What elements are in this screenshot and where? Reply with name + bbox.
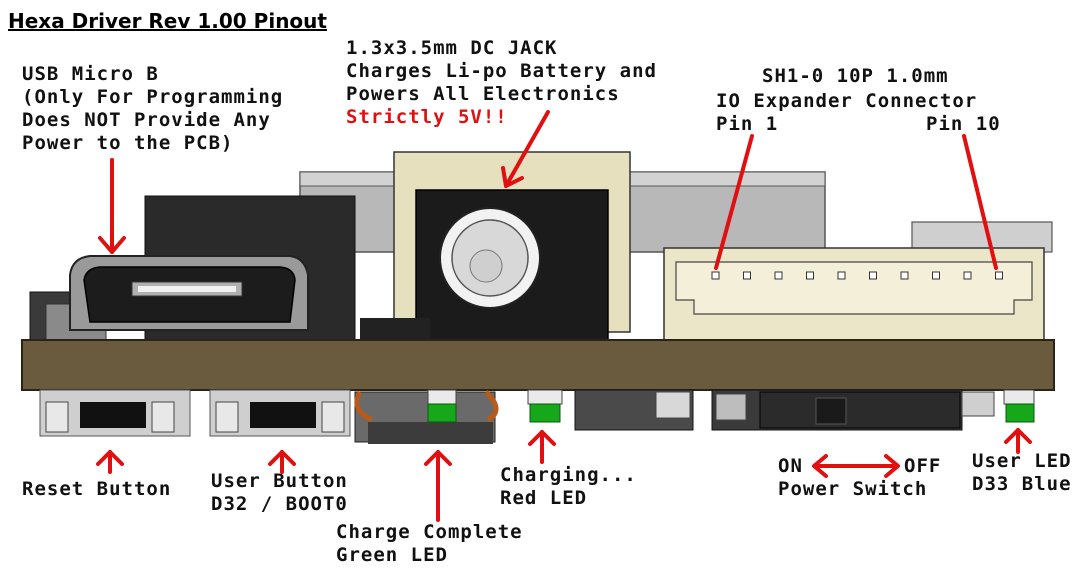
switch-off-label: OFF — [904, 455, 942, 477]
user-led-label-line: User LED — [972, 450, 1072, 472]
dc-jack-label-line: Powers All Electronics — [346, 83, 620, 105]
dc-jack-label: 1.3x3.5mm DC JACK Charges Li-po Battery … — [346, 37, 657, 129]
pin1-arrow — [714, 134, 754, 270]
pcb-board — [21, 339, 1055, 391]
charge-complete-label-line: Green LED — [336, 544, 448, 566]
dc-jack-label-line: 1.3x3.5mm DC JACK — [346, 37, 558, 59]
pin10-arrow — [962, 134, 998, 270]
user-button-label-line: User Button — [211, 470, 348, 492]
connector-pin — [711, 271, 720, 280]
user-led-arrow — [1004, 428, 1032, 454]
dc-jack-label-line: Charges Li-po Battery and — [346, 60, 657, 82]
io-connector-part: SH1-0 10P 1.0mm — [762, 65, 949, 87]
dc-jack — [360, 151, 631, 342]
charging-arrow — [528, 430, 556, 464]
charge-complete-arrow — [424, 450, 452, 522]
connector-pin — [932, 271, 940, 280]
usb-label: USB Micro B (Only For Programming Does N… — [22, 63, 283, 155]
connector-pin — [806, 271, 814, 280]
charge-complete-label: Charge Complete Green LED — [336, 521, 523, 567]
usb-label-line: USB Micro B — [22, 63, 159, 85]
usb-label-line: (Only For Programming — [22, 86, 284, 108]
user-button-arrow — [268, 450, 296, 474]
usb-label-line: Power to the PCB) — [22, 132, 234, 154]
connector-pin — [743, 271, 751, 280]
user-led-label: User LED D33 Blue — [972, 450, 1072, 496]
reset-label: Reset Button — [22, 478, 172, 500]
user-led-label-line: D33 Blue — [972, 473, 1072, 495]
user-button-label: User Button D32 / BOOT0 — [211, 470, 348, 516]
pin-10-label: Pin 10 — [926, 113, 1001, 135]
charging-label-line: Red LED — [500, 487, 588, 509]
usb-label-line: Does NOT Provide Any — [22, 109, 271, 131]
user-button-label-line: D32 / BOOT0 — [211, 493, 348, 515]
connector-pin — [995, 271, 1003, 280]
usb-connector — [69, 255, 309, 331]
switch-on-label: ON — [778, 455, 803, 477]
callout-arrows — [96, 110, 1032, 522]
reset-arrow — [96, 450, 124, 474]
power-switch-arrow — [812, 454, 900, 478]
charge-complete-label-line: Charge Complete — [336, 521, 523, 543]
bottom-components — [39, 389, 1035, 444]
charging-label: Charging... Red LED — [500, 464, 637, 510]
connector-pins — [711, 271, 1003, 280]
io-connector — [663, 247, 1045, 341]
dc-jack-arrow — [501, 110, 550, 188]
connector-pin — [869, 271, 877, 280]
page-title: Hexa Driver Rev 1.00 Pinout — [8, 9, 327, 33]
usb-arrow — [98, 158, 126, 254]
io-connector-name: IO Expander Connector — [716, 90, 978, 112]
power-switch-label: Power Switch — [778, 478, 928, 500]
dc-jack-warning: Strictly 5V!! — [346, 106, 508, 128]
connector-pin — [963, 271, 972, 280]
connector-pin — [837, 271, 846, 280]
pin-1-label: Pin 1 — [716, 113, 779, 135]
connector-pin — [774, 271, 783, 280]
connector-pin — [900, 271, 909, 280]
charging-label-line: Charging... — [500, 464, 637, 486]
